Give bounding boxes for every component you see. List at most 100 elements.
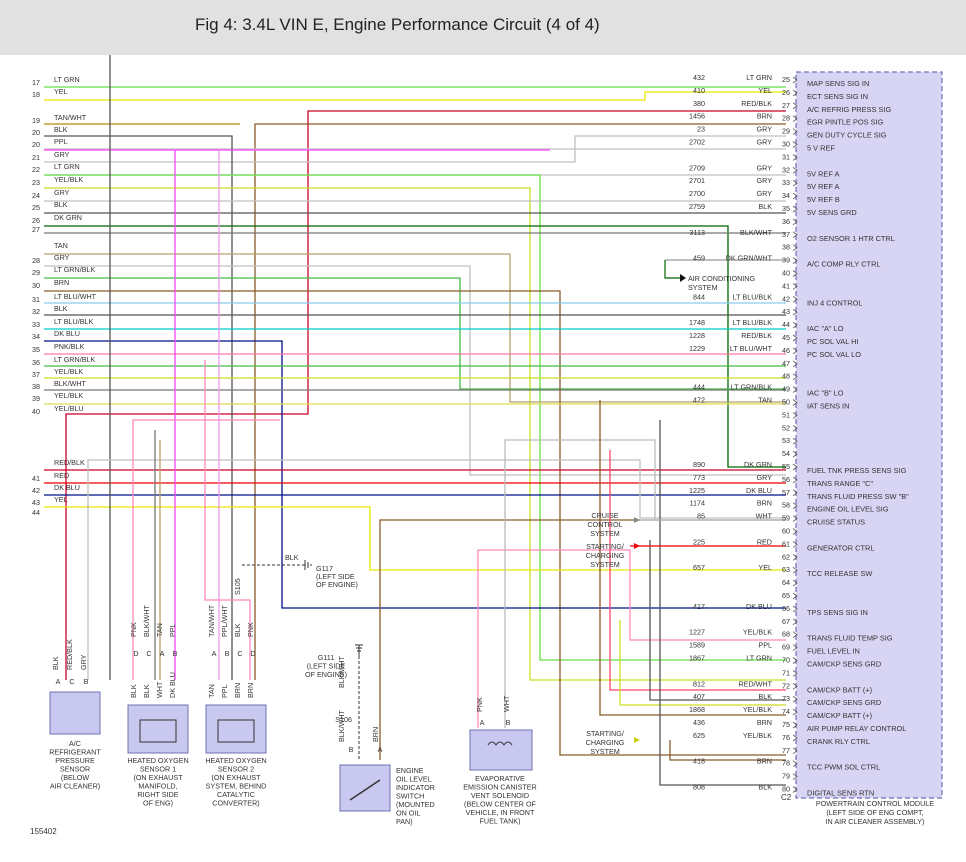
pin-arrow <box>792 734 798 742</box>
arrow-start2 <box>634 737 640 743</box>
ho2s2-caption: CATALYTIC <box>217 790 255 799</box>
wire-route <box>44 174 786 661</box>
wire-route <box>619 620 786 706</box>
ho2s1-pin: D <box>133 649 138 658</box>
pin-arrow <box>792 218 798 226</box>
pin-arrow <box>792 502 798 510</box>
pcm-wire-color: BRN <box>757 718 772 727</box>
ac-sensor-wire-color: BLK <box>51 656 60 670</box>
ho2s1-caption: (ON EXHAUST <box>133 773 183 782</box>
pin-arrow <box>792 489 798 497</box>
wire-route <box>609 450 786 691</box>
pin-arrow <box>792 644 798 651</box>
pin-arrow <box>792 592 798 600</box>
ho2s1-caption: OF ENG) <box>143 799 173 808</box>
pcm-circuit-number: 1174 <box>690 499 705 508</box>
pin-arrow <box>792 760 798 768</box>
left-wire-color: PPL <box>54 137 68 146</box>
ref-starting-system-2: STARTING/ <box>586 729 624 738</box>
pcm-pin-label: 5V SENS GRD <box>807 208 857 217</box>
wire-route <box>44 290 786 756</box>
ho2s2-caption: SENSOR 2 <box>218 765 254 774</box>
pcm-pin-number: 49 <box>782 385 790 394</box>
ac-sensor-body <box>49 691 101 735</box>
pcm-pin-label: DIGITAL SENS RTN <box>807 789 874 798</box>
pcm-pin-number: 65 <box>782 591 790 600</box>
pin-arrow <box>792 605 798 613</box>
pcm-pin-label: A/C COMP RLY CTRL <box>807 260 881 269</box>
pcm-wire-color: YEL <box>758 563 772 572</box>
left-wire-color: LT GRN <box>54 162 80 171</box>
pcm-wire-color: RED/BLK <box>741 331 772 340</box>
ac-sensor-caption: PRESSURE <box>55 756 95 765</box>
pcm-pin-label: FUEL LEVEL IN <box>807 647 860 656</box>
wire-route <box>649 540 786 701</box>
pcm-wire-color: LT GRN/BLK <box>731 383 772 392</box>
pcm-pin-number: 32 <box>782 165 790 174</box>
evap-wire-color: PNK <box>475 697 484 712</box>
pcm-pin-label: PC SOL VAL HI <box>807 337 858 346</box>
ref-starting-system-2: SYSTEM <box>590 747 620 756</box>
pin-arrow <box>792 231 798 239</box>
pcm-wire-color: GRY <box>757 176 773 185</box>
pcm-caption: POWERTRAIN CONTROL MODULE <box>816 799 934 808</box>
wire-route <box>669 740 786 761</box>
pcm-circuit-number: 844 <box>693 292 705 301</box>
pcm-pin-number: 30 <box>782 140 790 149</box>
left-wire-color: YEL/BLK <box>54 367 83 376</box>
ho2s1-wire-color: PPL <box>168 623 177 637</box>
ho2s1-caption: SENSOR 1 <box>140 765 176 774</box>
pcm-wire-color: GRY <box>757 138 773 147</box>
pin-arrow <box>792 515 798 522</box>
ref-cruise-system: CONTROL <box>587 520 622 529</box>
pin-arrow <box>792 244 798 252</box>
left-wire-number: 18 <box>32 90 40 99</box>
pcm-pin-number: 37 <box>782 230 790 239</box>
ho2s2-bottom-color: BRN <box>233 683 242 698</box>
ho2s1-caption: MANIFOLD, <box>138 782 177 791</box>
pcm-wire-color: LT BLU/WHT <box>730 344 773 353</box>
pcm-pin-label: 5V REF A <box>807 169 840 178</box>
pcm-pin-label: PC SOL VAL LO <box>807 350 861 359</box>
pcm-wire-color: DK GRN <box>744 460 772 469</box>
pcm-circuit-number: 472 <box>693 396 705 405</box>
pcm-pin-number: 70 <box>782 656 790 665</box>
arrow-cruise <box>634 517 640 523</box>
g117-label: OF ENGINE) <box>316 580 358 589</box>
pcm-pin-number: 52 <box>782 423 790 432</box>
pcm-wire-color: TAN <box>758 396 772 405</box>
oil-switch-color: BRN <box>371 727 380 742</box>
left-wire-color: GRY <box>54 188 70 197</box>
evap-caption: VEHICLE, IN FRONT <box>466 808 535 817</box>
figure-id: 155402 <box>30 827 57 836</box>
pcm-caption: (LEFT SIDE OF ENG COMPT, <box>826 808 923 817</box>
pcm-pin-number: 47 <box>782 359 790 368</box>
wire-route <box>132 419 280 680</box>
left-wire-color: LT GRN <box>54 75 80 84</box>
pcm-circuit-number: 1748 <box>689 318 705 327</box>
left-wire-color: TAN/WHT <box>54 113 87 122</box>
left-wire-number: 22 <box>32 165 40 174</box>
left-wire-number: 35 <box>32 345 40 354</box>
ref-ac-system: AIR CONDITIONING <box>688 274 755 283</box>
pin-arrow <box>792 695 798 703</box>
ac-sensor-wire-color: GRY <box>79 654 88 670</box>
ref-cruise-system: SYSTEM <box>590 529 620 538</box>
ho2s2-caption: HEATED OXYGEN <box>205 756 266 765</box>
left-wire-color: GRY <box>54 253 70 262</box>
wire-route <box>659 420 786 786</box>
pcm-pin-number: 58 <box>782 501 790 510</box>
left-wire-number: 37 <box>32 370 40 379</box>
pcm-circuit-number: 1227 <box>689 628 705 637</box>
pcm-pin-label: CAM/CKP SENS GRD <box>807 698 881 707</box>
pcm-pin-label: CRUISE STATUS <box>807 518 865 527</box>
pcm-pin-number: 42 <box>782 294 790 303</box>
oil-switch-pin: A <box>378 745 383 754</box>
pcm-circuit-number: 890 <box>693 460 705 469</box>
pcm-wire-color: BLK <box>758 692 772 701</box>
evap-caption: EMISSION CANISTER <box>463 783 536 792</box>
left-wire-number: 38 <box>32 382 40 391</box>
wire-route <box>44 135 233 680</box>
pin-arrow <box>792 424 798 432</box>
pcm-pin-number: 34 <box>782 191 790 200</box>
